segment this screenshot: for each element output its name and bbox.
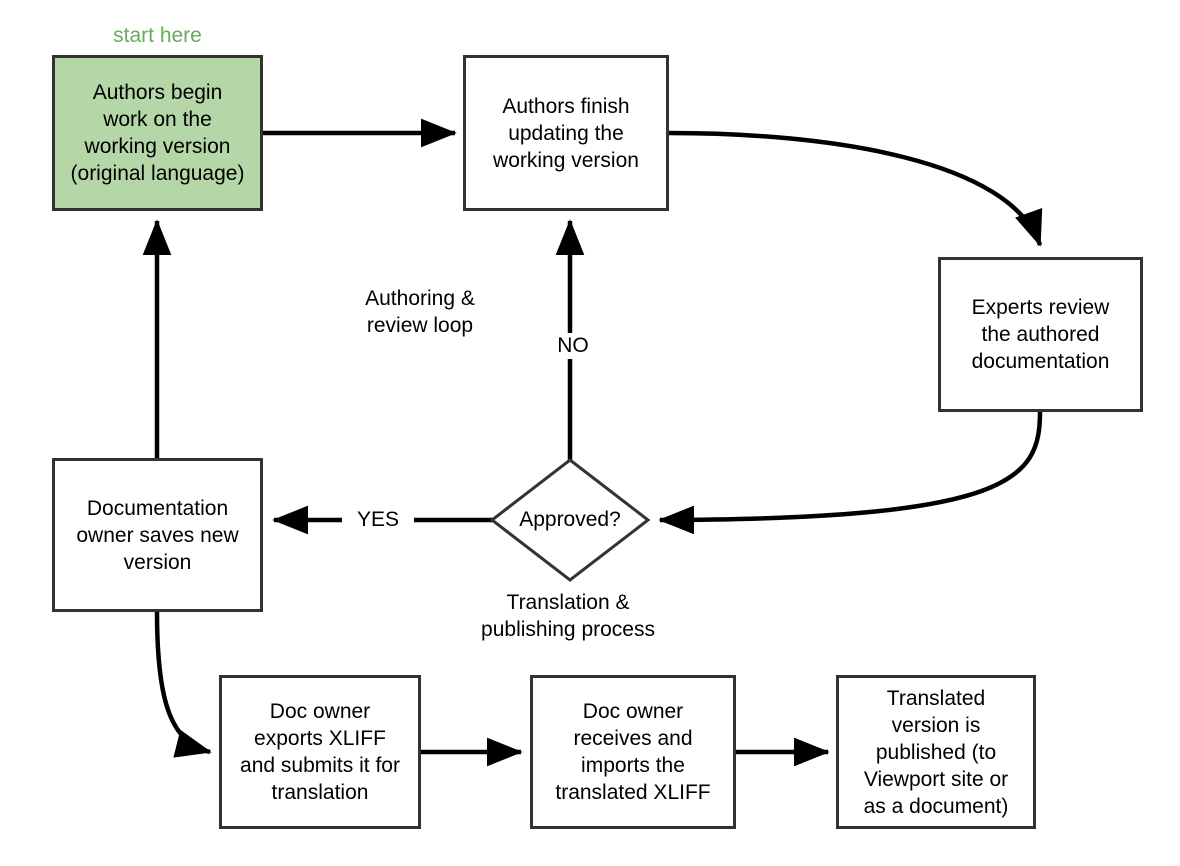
node-approved-label: Approved? [519, 508, 621, 531]
node-exports-xliff[interactable]: Doc owner exports XLIFF and submits it f… [219, 675, 421, 829]
decision-diamond-approved[interactable] [489, 458, 651, 582]
node-authors-finish-label: Authors finish updating the working vers… [493, 94, 639, 172]
node-experts-review[interactable]: Experts review the authored documentatio… [938, 257, 1143, 412]
node-imports-xliff-label: Doc owner receives and imports the trans… [555, 700, 711, 804]
node-doc-owner-saves-label: Documentation owner saves new version [76, 496, 239, 574]
annotation-translation-process: Translation & publishing process [481, 591, 655, 641]
edge-docowner-to-exports [154, 611, 212, 758]
node-experts-review-label: Experts review the authored documentatio… [971, 296, 1110, 373]
node-authors-finish[interactable]: Authors finish updating the working vers… [463, 55, 669, 211]
edge-experts-to-approved [658, 411, 1043, 535]
annotation-start-here: start here [113, 24, 202, 47]
node-authors-begin[interactable]: Authors begin work on the working versio… [52, 55, 263, 211]
node-published-label: Translated version is published (to View… [863, 686, 1009, 818]
annotation-authoring-loop: Authoring & review loop [365, 287, 475, 337]
edge-label-no: NO [543, 333, 603, 359]
node-published[interactable]: Translated version is published (to View… [836, 675, 1036, 829]
edge-label-yes: YES [342, 507, 414, 533]
node-doc-owner-saves[interactable]: Documentation owner saves new version [52, 458, 263, 612]
edge-finish-to-experts [668, 130, 1043, 247]
node-authors-begin-label: Authors begin work on the working versio… [70, 81, 245, 185]
node-imports-xliff[interactable]: Doc owner receives and imports the trans… [530, 675, 736, 829]
node-exports-xliff-label: Doc owner exports XLIFF and submits it f… [240, 700, 400, 804]
